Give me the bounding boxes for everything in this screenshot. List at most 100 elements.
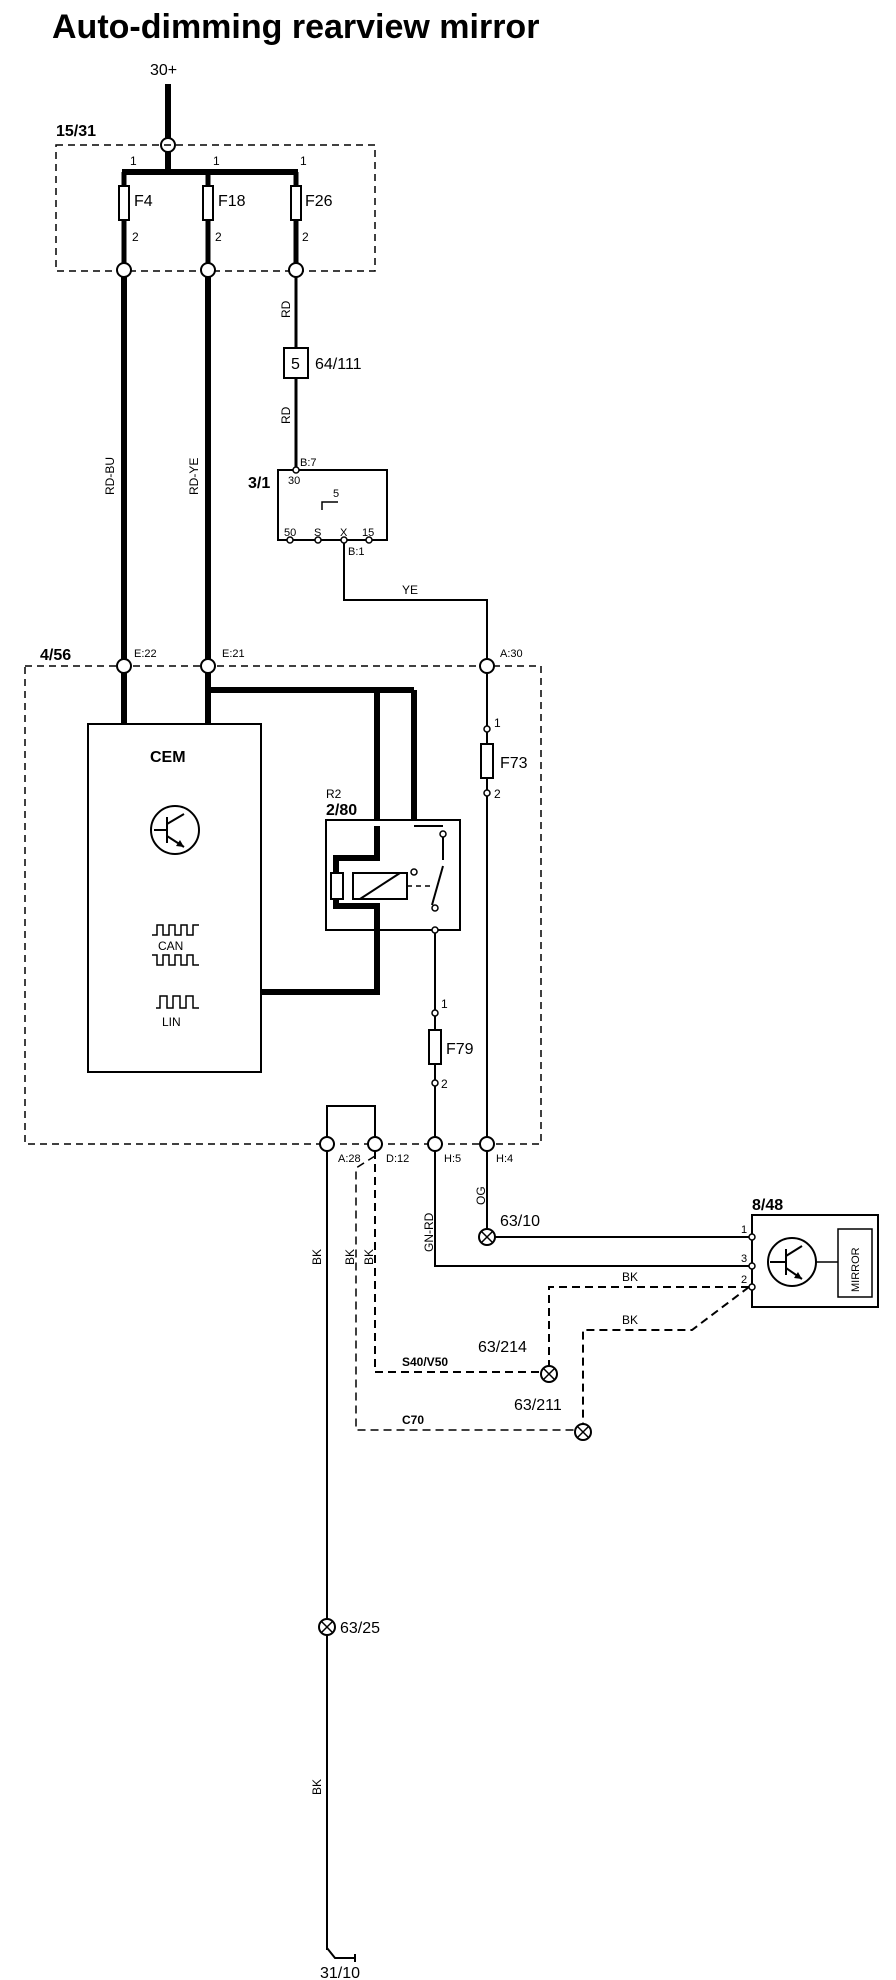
terminal-e21 xyxy=(200,658,216,674)
ground-63-214-label: 63/214 xyxy=(478,1339,527,1356)
relay-diode xyxy=(330,872,344,900)
switch-label-50: 50 xyxy=(284,527,296,539)
mirror-pin3-terminal xyxy=(748,1262,756,1270)
fuse-f18-terminal xyxy=(200,262,216,278)
relay-coil-mark xyxy=(359,872,401,900)
switch-label-15: 15 xyxy=(362,527,374,539)
connector-64-111 xyxy=(283,347,309,379)
cem-label: CEM xyxy=(150,749,186,766)
ignition-switch xyxy=(277,469,388,541)
fuse-f18-pin2: 2 xyxy=(215,230,222,244)
switch-terminal-15 xyxy=(365,536,373,544)
cem-box-label: 4/56 xyxy=(40,647,71,664)
chassis-ground-icon xyxy=(326,1947,355,1959)
switch-label-x: X xyxy=(340,527,348,539)
mirror-label: MIRROR xyxy=(850,1247,862,1292)
f79-pin1: 1 xyxy=(441,997,448,1011)
wire-a28-d12-link xyxy=(326,1105,376,1144)
fuse-f26-pin1: 1 xyxy=(300,154,307,168)
f73-pin1-terminal xyxy=(483,725,491,733)
switch-id: 3/1 xyxy=(248,475,270,492)
relay-no-contact xyxy=(410,868,418,876)
f73-pin1: 1 xyxy=(494,716,501,730)
switch-pin-b7: B:7 xyxy=(300,457,317,469)
connector-number: 5 xyxy=(291,356,300,373)
fuse-f26-terminal xyxy=(288,262,304,278)
wire-ye-label: YE xyxy=(402,583,418,597)
label-a30: A:30 xyxy=(500,648,523,660)
fuse-f4: 1 F4 2 xyxy=(118,154,153,270)
label-h4: H:4 xyxy=(496,1153,513,1165)
label-d12: D:12 xyxy=(386,1153,409,1165)
terminal-h5 xyxy=(427,1136,443,1152)
ground-63-211-icon xyxy=(574,1423,592,1441)
ground-63-211-label: 63/211 xyxy=(514,1397,562,1414)
diagram-title: Auto-dimming rearview mirror xyxy=(52,8,540,46)
variant-c70-label: C70 xyxy=(402,1413,424,1427)
ground-31-10-label: 31/10 xyxy=(320,1965,360,1980)
relay-output-terminal xyxy=(431,926,439,934)
label-h5: H:5 xyxy=(444,1153,461,1165)
fusebox-label: 15/31 xyxy=(56,123,96,140)
switch-label-s: S xyxy=(314,527,321,539)
fuse-f18: 1 F18 2 xyxy=(202,154,246,270)
f79-pin2-terminal xyxy=(431,1079,439,1087)
switch-terminal-s xyxy=(314,536,322,544)
fuse-f4-pin1: 1 xyxy=(130,154,137,168)
mirror-transistor-icon xyxy=(767,1237,817,1287)
cem-module xyxy=(87,723,262,1073)
f79-pin1-terminal xyxy=(431,1009,439,1017)
terminal-e22 xyxy=(116,658,132,674)
switch-terminal-x xyxy=(340,536,348,544)
wire-bk-mirror-c70-label: BK xyxy=(622,1313,638,1327)
wire-bk-c70-label: BK xyxy=(343,1249,357,1265)
switch-label-5: 5 xyxy=(333,488,339,500)
wire-rd-ye-label: RD-YE xyxy=(187,458,201,495)
wire-ye xyxy=(343,543,488,660)
switch-pin-b1: B:1 xyxy=(348,546,365,558)
fuse-f4-pin2: 2 xyxy=(132,230,139,244)
wire-bk-mirror-label: BK xyxy=(622,1270,638,1284)
fuse-f79 xyxy=(428,1029,442,1065)
wire-bk-main-label: BK xyxy=(310,1249,324,1265)
switch-terminal-50 xyxy=(286,536,294,544)
ground-63-25-label: 63/25 xyxy=(340,1620,380,1637)
relay-output-contact xyxy=(431,904,439,912)
wire-relay-control xyxy=(261,930,380,995)
lin-label: LIN xyxy=(162,1015,181,1029)
ground-63-214-icon xyxy=(540,1365,558,1383)
mirror-id: 8/48 xyxy=(752,1197,783,1214)
relay-id: 2/80 xyxy=(326,802,357,819)
mirror-pin1-label: 1 xyxy=(741,1224,747,1236)
label-a28: A:28 xyxy=(338,1153,361,1165)
ground-63-25-icon xyxy=(318,1618,336,1636)
fuse-f18-pin1: 1 xyxy=(213,154,220,168)
terminal-d12 xyxy=(367,1136,383,1152)
wire-bk-s40-label: BK xyxy=(362,1249,376,1265)
wire-gn-rd xyxy=(434,1151,752,1267)
fuse-f73 xyxy=(480,743,494,779)
supply-label: 30+ xyxy=(150,62,177,79)
wire-bk-s40 xyxy=(374,1151,541,1373)
fuse-f18-label: F18 xyxy=(218,193,246,210)
wire-og-label: OG xyxy=(474,1186,488,1205)
terminal-a30 xyxy=(479,658,495,674)
wire-rd-upper-label: RD xyxy=(279,300,293,318)
cem-outline xyxy=(24,665,542,1145)
mirror-pin2-label: 2 xyxy=(741,1274,747,1286)
wire-bk-lower-label: BK xyxy=(310,1779,324,1795)
variant-s40-label: S40/V50 xyxy=(402,1355,448,1369)
switch-label-30: 30 xyxy=(288,475,300,487)
f79-pin2: 2 xyxy=(441,1077,448,1091)
fuse-f4-terminal xyxy=(116,262,132,278)
mirror-element xyxy=(837,1228,873,1298)
wire-bk-mirror-c70 xyxy=(582,1286,750,1430)
can-label: CAN xyxy=(158,939,183,953)
fuse-f79-label: F79 xyxy=(446,1041,474,1058)
ground-63-10-icon xyxy=(478,1228,496,1246)
switch-contact xyxy=(321,501,338,510)
wire-rd-bu-label: RD-BU xyxy=(103,457,117,495)
wire-gn-rd-label: GN-RD xyxy=(422,1212,436,1252)
can-signal-icon xyxy=(152,924,199,966)
